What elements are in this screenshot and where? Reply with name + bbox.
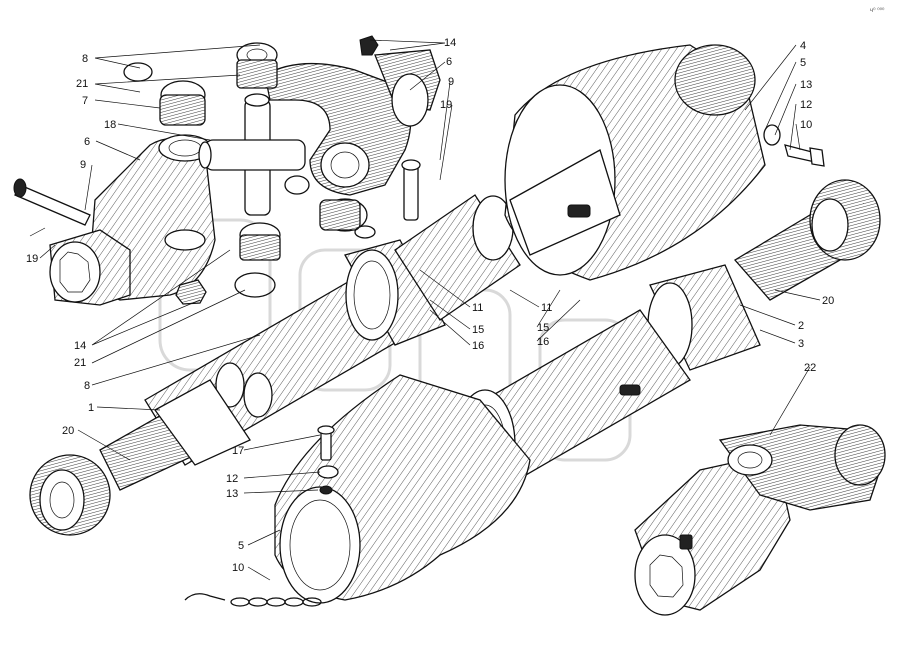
callout-4: 4 <box>800 40 806 52</box>
callout-2: 2 <box>798 320 804 332</box>
bolt-10-upper <box>784 144 825 167</box>
callout-16-b: 16 <box>537 336 549 348</box>
callout-19-left: 19 <box>26 253 38 265</box>
cross-spider <box>198 93 310 216</box>
yoke-upper <box>264 35 441 196</box>
conical-guard-lower <box>274 374 531 604</box>
callout-12-lower: 12 <box>226 473 238 485</box>
callout-22: 22 <box>804 362 816 374</box>
cotter-pin-left <box>29 227 46 237</box>
callout-18: 18 <box>104 119 116 131</box>
washer-13-upper <box>763 124 781 146</box>
callout-21-top: 21 <box>76 78 88 90</box>
conical-guard-upper <box>504 44 766 281</box>
callout-3: 3 <box>798 338 804 350</box>
callout-9-left: 9 <box>80 159 86 171</box>
callout-20-right: 20 <box>822 295 834 307</box>
callout-1: 1 <box>88 402 94 414</box>
pin-bolt-left <box>13 178 91 226</box>
bolt-17 <box>317 425 335 461</box>
callout-14-left: 14 <box>74 340 86 352</box>
callout-11-a: 11 <box>472 302 483 314</box>
callout-13-lower: 13 <box>226 488 238 500</box>
splined-shaft-right <box>733 179 881 301</box>
universal-joint-assembled <box>634 424 886 616</box>
callout-8-left: 8 <box>84 380 90 392</box>
bearing-20-left <box>29 454 111 536</box>
callout-20-left: 20 <box>62 425 74 437</box>
fork-yoke-left <box>49 134 216 306</box>
callout-17: 17 <box>232 445 244 457</box>
callout-7: 7 <box>82 95 88 107</box>
callout-16-a: 16 <box>472 340 484 352</box>
callout-9-top: 9 <box>448 76 454 88</box>
leader-lines <box>39 39 821 581</box>
callout-5-top: 5 <box>800 57 806 69</box>
callout-10-top: 10 <box>800 119 812 131</box>
callout-15-b: 15 <box>537 322 549 334</box>
chain-10 <box>184 593 322 607</box>
bolt-pin-19 <box>401 159 421 221</box>
shaft-spline-left <box>99 379 251 491</box>
callout-12-top: 12 <box>800 99 812 111</box>
callout-6-left: 6 <box>84 136 90 148</box>
callout-8-top: 8 <box>82 53 88 65</box>
callout-21-left: 21 <box>74 357 86 369</box>
nut-left <box>175 279 207 305</box>
callout-11-b: 11 <box>541 302 552 314</box>
corner-mark: ч⁰ ⁰⁰⁰ <box>870 7 885 14</box>
callout-15-a: 15 <box>472 324 484 336</box>
callout-13-top: 13 <box>800 79 812 91</box>
callout-5-lower: 5 <box>238 540 244 552</box>
needle-bearing-cups <box>159 42 368 261</box>
callout-10-lower: 10 <box>232 562 244 574</box>
callout-6-top: 6 <box>446 56 452 68</box>
callout-14-top: 14 <box>444 37 456 49</box>
sleeve-ring-15 <box>344 239 446 346</box>
tube-upper <box>394 194 521 321</box>
callout-19-top: 19 <box>440 99 452 111</box>
callout-labels: 8 21 7 18 6 9 19 14 21 8 14 6 9 19 4 5 1… <box>26 7 885 574</box>
